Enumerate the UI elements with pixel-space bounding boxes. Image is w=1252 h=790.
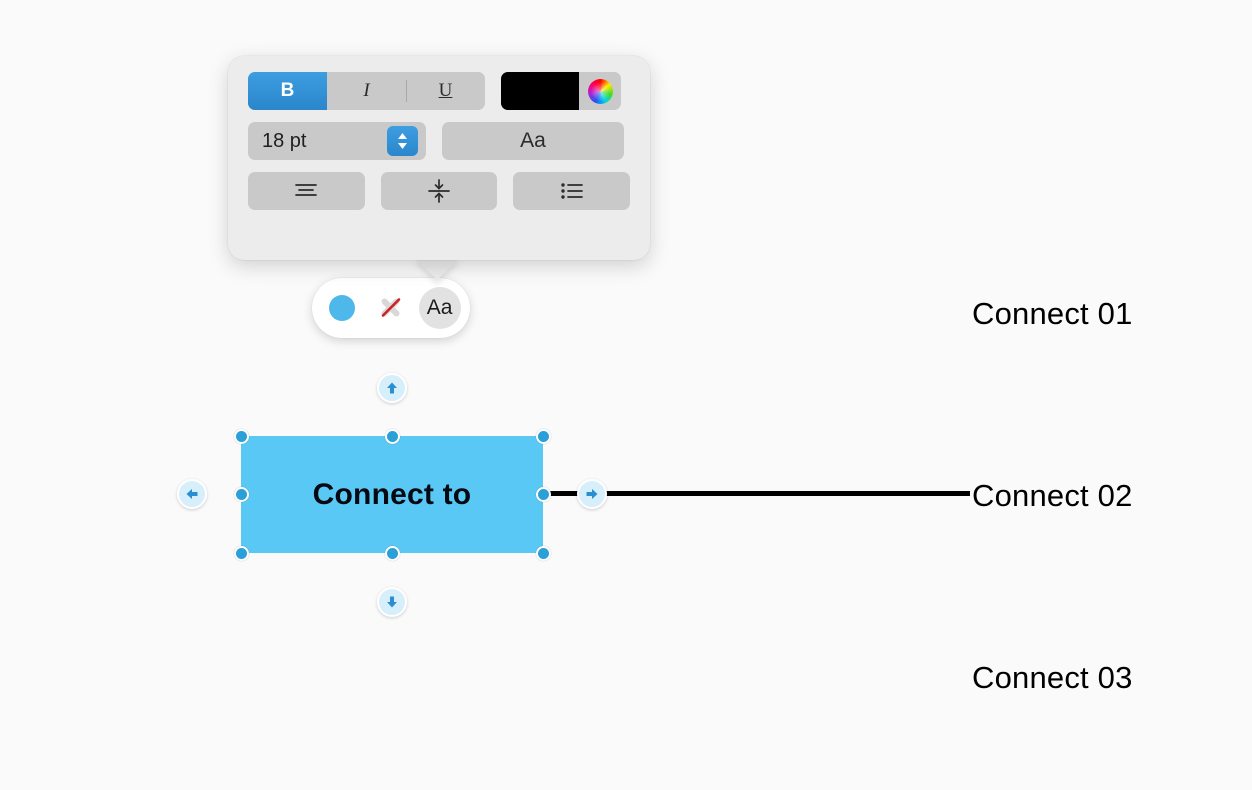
- fill-color-button[interactable]: [321, 287, 363, 329]
- arrow-left-icon: [186, 489, 198, 499]
- text-align-button[interactable]: [248, 172, 365, 210]
- no-stroke-icon: [381, 298, 401, 317]
- stepper-icon: [398, 133, 407, 149]
- canvas-label-connect-02[interactable]: Connect 02: [972, 478, 1133, 513]
- canvas-label-connect-01[interactable]: Connect 01: [972, 296, 1133, 331]
- shape-rectangle[interactable]: [241, 436, 543, 553]
- resize-handle-middle-left[interactable]: [233, 487, 249, 502]
- font-size-field[interactable]: 18 pt: [248, 122, 426, 160]
- text-style-button[interactable]: Aa: [418, 287, 461, 329]
- resize-handle-bottom-left[interactable]: [233, 545, 249, 561]
- resize-handle-middle-right[interactable]: [535, 487, 551, 502]
- font-size-stepper[interactable]: [387, 126, 418, 156]
- connect-arrow-right-button[interactable]: [577, 479, 607, 509]
- popover-tail: [414, 258, 460, 280]
- line-spacing-button[interactable]: [380, 172, 498, 210]
- arrow-up-icon: [387, 382, 397, 394]
- color-wheel-icon: [587, 78, 613, 104]
- resize-handle-top-left[interactable]: [233, 428, 249, 444]
- color-wheel-button[interactable]: [579, 72, 621, 110]
- format-row-paragraph: [248, 172, 631, 210]
- resize-handle-top-right[interactable]: [535, 428, 551, 444]
- text-style-segmented-control: B I U: [248, 72, 485, 110]
- canvas-label-connect-03[interactable]: Connect 03: [972, 660, 1133, 695]
- format-row-size: 18 pt Aa: [248, 122, 630, 160]
- line-spacing-icon: [428, 179, 450, 203]
- text-format-popover: B I U 18 pt: [228, 56, 650, 260]
- resize-handle-top-center[interactable]: [384, 428, 400, 444]
- underline-button[interactable]: U: [406, 72, 485, 110]
- shape-style-toolbar: Aa: [312, 278, 470, 338]
- shape-text-label[interactable]: Connect to: [312, 477, 472, 511]
- align-center-icon: [295, 184, 318, 196]
- connect-arrow-up-button[interactable]: [377, 373, 407, 403]
- font-family-label: Aa: [520, 129, 546, 152]
- connector-line[interactable]: [545, 491, 970, 496]
- italic-button[interactable]: I: [363, 80, 370, 101]
- arrow-down-icon: [387, 596, 397, 608]
- stroke-style-button[interactable]: [370, 287, 412, 329]
- font-family-button[interactable]: Aa: [442, 122, 624, 160]
- selected-shape[interactable]: Connect to: [233, 428, 551, 561]
- text-color-control: [501, 72, 621, 110]
- fill-color-swatch: [329, 295, 356, 321]
- text-style-label: Aa: [426, 296, 453, 319]
- bulleted-list-icon: [560, 183, 583, 199]
- format-row-style: B I U: [248, 72, 630, 110]
- bold-button[interactable]: B: [248, 72, 327, 110]
- resize-handle-bottom-center[interactable]: [384, 545, 400, 561]
- connect-arrow-left-button[interactable]: [177, 479, 207, 509]
- connect-arrow-down-button[interactable]: [377, 587, 407, 617]
- font-size-value: 18 pt: [262, 129, 307, 152]
- text-color-swatch[interactable]: [501, 72, 579, 110]
- arrow-right-icon: [586, 489, 598, 499]
- resize-handle-bottom-right[interactable]: [535, 545, 551, 561]
- bulleted-list-button[interactable]: [513, 172, 631, 210]
